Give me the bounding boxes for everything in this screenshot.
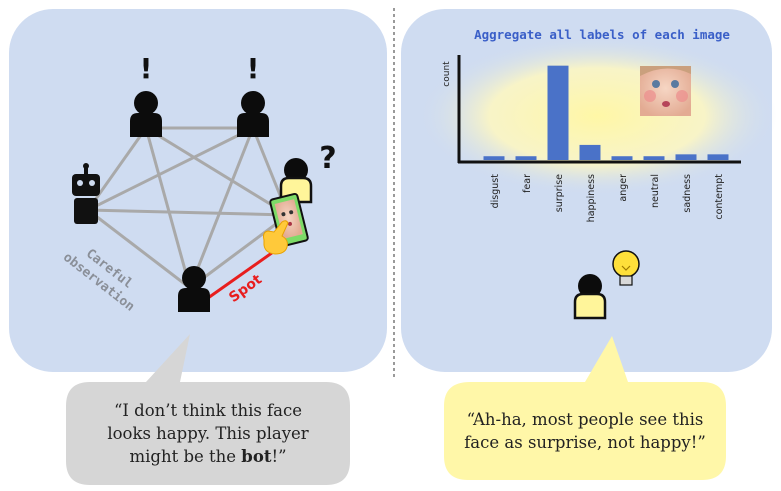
x-tick-label-anger: anger [618, 174, 629, 202]
speech-left-line3-pre: might be the [129, 447, 242, 466]
exclaim-mark-1: ! [140, 52, 153, 85]
x-tick-label-neutral: neutral [650, 174, 661, 208]
speech-left-line3: might be the bot!” [107, 445, 308, 468]
lightbulb-icon [612, 250, 640, 286]
x-tick-label-contempt: contempt [714, 174, 725, 220]
y-axis-label: count [442, 61, 452, 87]
speech-right-line2: face as surprise, not happy!” [464, 433, 706, 452]
speech-bubble-right [444, 336, 726, 480]
x-tick-label-sadness: sadness [682, 174, 693, 213]
bar-sadness [675, 154, 697, 160]
question-mark: ? [319, 141, 336, 176]
bot-eye-right [89, 180, 95, 186]
speech-bubble-left [66, 334, 350, 485]
speech-left-line2: looks happy. This player [107, 424, 309, 443]
speech-right-line1: “Ah-ha, most people see this [466, 410, 704, 429]
chart-title: Aggregate all labels of each image [474, 27, 730, 42]
speech-text-left: “I don’t think this face looks happy. Th… [66, 382, 350, 485]
label-count-chart: Aggregate all labels of each image count… [442, 27, 741, 222]
x-tick-label-surprise: surprise [554, 174, 565, 212]
bar-happiness [579, 144, 601, 160]
speech-left-line1: “I don’t think this face [113, 401, 303, 420]
bot-eye-left [77, 180, 83, 186]
x-tick-label-disgust: disgust [490, 174, 501, 209]
speech-text-right: “Ah-ha, most people see this face as sur… [444, 382, 726, 480]
bar-fear [515, 156, 537, 160]
spot-line [207, 248, 277, 300]
x-tick-label-fear: fear [522, 174, 533, 193]
pointing-hand-icon [263, 220, 289, 255]
network-edges [86, 126, 290, 290]
speech-left-line3-post: !” [271, 447, 287, 466]
baby-photo [640, 66, 691, 116]
left-panel [9, 9, 387, 372]
bar-neutral [643, 156, 665, 160]
x-tick-label-happiness: happiness [586, 174, 597, 222]
player-aha [573, 274, 607, 320]
speech-left-bot-word: bot [241, 447, 272, 466]
bot-icon [72, 163, 100, 224]
exclaim-mark-2: ! [247, 52, 260, 85]
bar-surprise [547, 65, 569, 160]
bar-disgust [483, 156, 505, 160]
chart-highlight [417, 36, 777, 196]
bar-anger [611, 156, 633, 160]
bar-contempt [707, 154, 729, 160]
